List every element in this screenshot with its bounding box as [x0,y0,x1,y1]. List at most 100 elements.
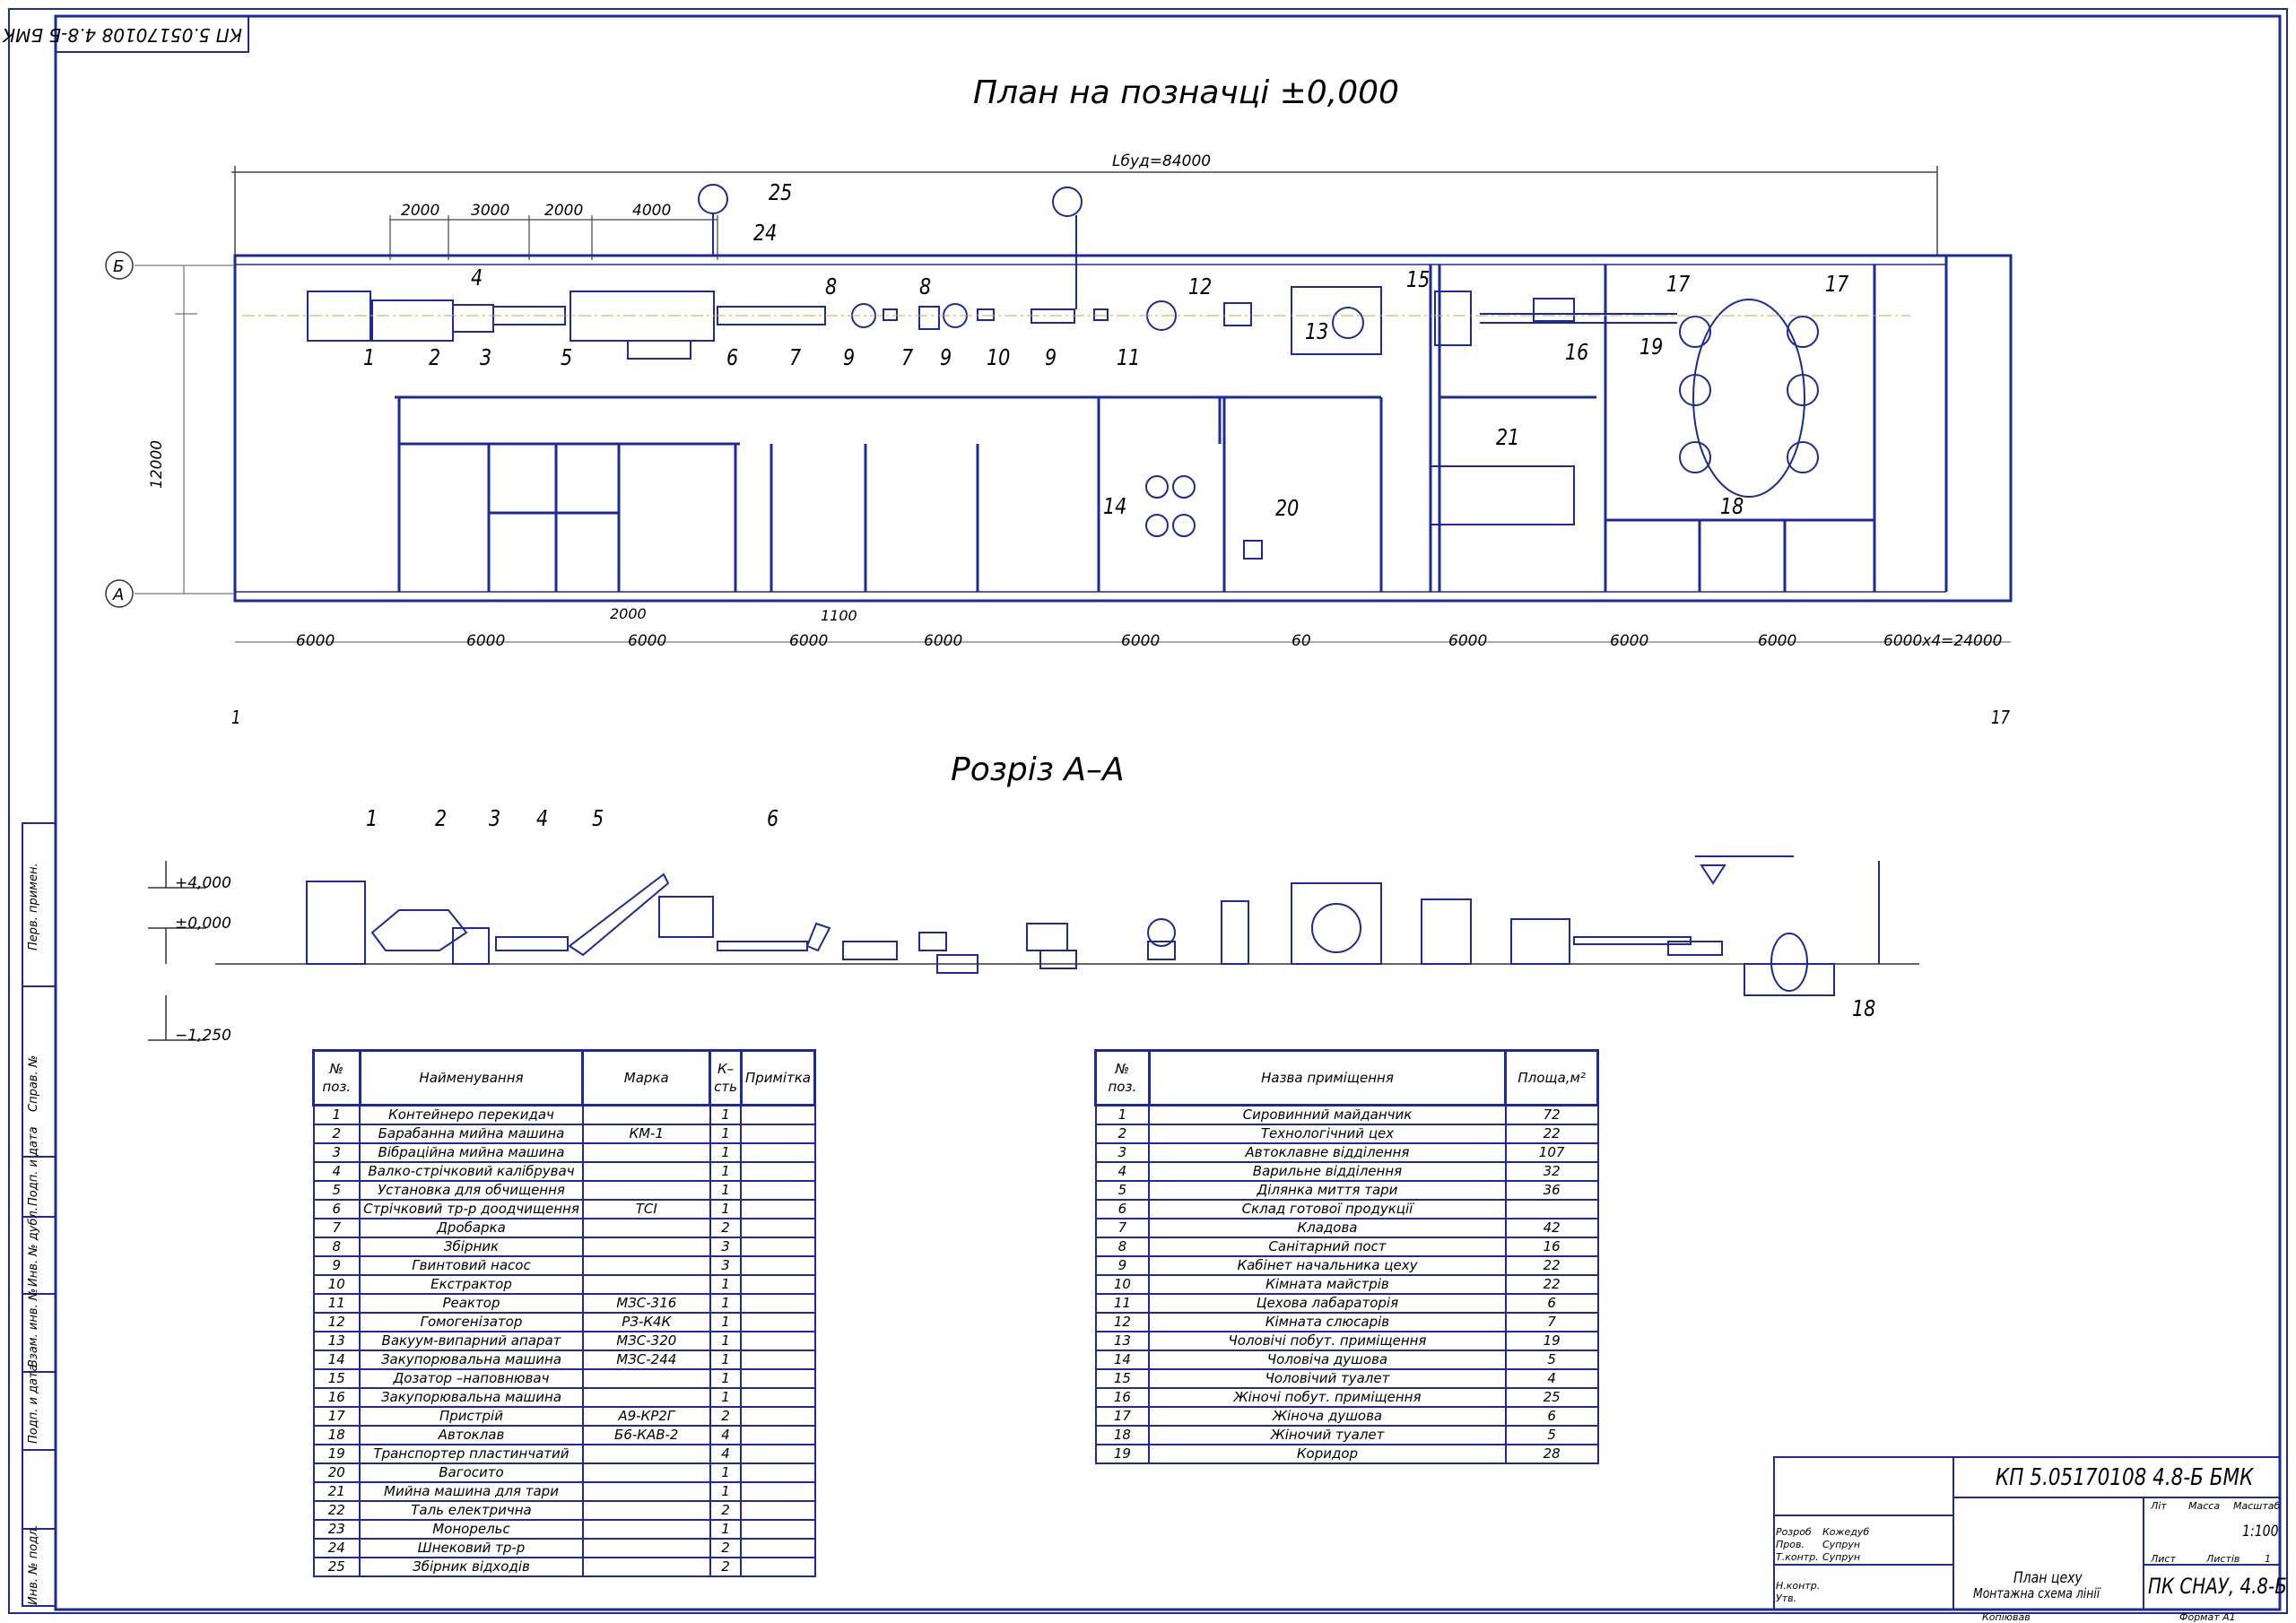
eq-cell: Таль електрична [359,1500,584,1521]
eq-cell [740,1557,816,1577]
plan-label-1: 1 [363,344,376,370]
room-cell: 72 [1504,1104,1599,1125]
eq-cell: 3 [709,1255,743,1276]
tb-title-2: Монтажна схема лінії [1973,1585,2100,1601]
room-cell: Жіночий туалет [1148,1425,1507,1445]
tb-role-2: Пров. [1776,1539,1805,1550]
eq-cell [740,1444,816,1464]
eq-cell [581,1462,711,1483]
eq-cell: Дозатор –наповнювач [359,1368,584,1389]
eq-cell [581,1161,711,1182]
eq-cell: 8 [312,1237,361,1257]
eq-cell [581,1557,711,1577]
eq-cell: МЗС-320 [581,1331,711,1351]
eq-cell [740,1124,816,1144]
room-cell: 5 [1504,1425,1599,1445]
room-cell: 6 [1504,1293,1599,1314]
room-cell: 1 [1094,1104,1151,1125]
eq-cell: Закупорювальна машина [359,1387,584,1408]
eq-cell: Мийна машина для тари [359,1481,584,1502]
eq-cell: Стрічковий тр-р доодчищення [359,1199,584,1219]
tb-scale-head: Масштаб [2233,1500,2281,1512]
room-cell: Автоклавне відділення [1148,1142,1507,1163]
room-cell: 19 [1094,1444,1151,1464]
plan-label-16: 12 [1188,273,1213,299]
inner-frame [54,14,2282,1611]
eq-cell: Контейнеро перекидач [359,1104,584,1125]
top-dim-1: 2000 [401,202,439,220]
eq-cell: Збірник [359,1237,584,1257]
eq-cell: 17 [312,1406,361,1427]
eq-cell: 2 [709,1557,743,1577]
section-label-3: 3 [489,805,501,831]
eq-cell [740,1142,816,1163]
eq-cell: 4 [709,1444,743,1464]
plan-label-21: 17 [1825,271,1849,297]
tb-scale: 1:100 [2242,1523,2279,1541]
room-cell: 7 [1504,1312,1599,1332]
room-cell: 6 [1094,1199,1151,1219]
eq-cell [740,1180,816,1201]
eq-head-qty: К–сть [709,1049,743,1107]
room-cell: Технологічний цех [1148,1124,1507,1144]
eq-cell [740,1274,816,1295]
eq-cell: Екстрактор [359,1274,584,1295]
room-cell: Варильне відділення [1148,1161,1507,1182]
eq-cell [581,1274,711,1295]
eq-cell: 2 [312,1124,361,1144]
plan-label-12: 9 [940,344,952,370]
room-head-pos: № поз. [1094,1049,1151,1107]
tb-title-1: План цеху [2013,1569,2083,1587]
room-cell: 22 [1504,1255,1599,1276]
plan-label-20: 17 [1666,271,1691,297]
plan-label-26: 21 [1496,424,1520,450]
plan-label-9: 9 [843,344,856,370]
eq-cell [740,1331,816,1351]
plan-label-18: 15 [1406,266,1431,292]
eq-cell: 16 [312,1387,361,1408]
bay-dim-8: 6000 [1448,632,1487,650]
eq-cell [581,1500,711,1521]
room-cell: 17 [1094,1406,1151,1427]
eq-cell [740,1500,816,1521]
tb-lit-head: Літ [2151,1500,2167,1512]
room-cell: 16 [1504,1237,1599,1257]
eq-cell: 1 [709,1312,743,1332]
eq-cell: Барабанна мийна машина [359,1124,584,1144]
tb-format: Формат А1 [2179,1611,2236,1623]
eq-cell [581,1368,711,1389]
room-cell: 32 [1504,1161,1599,1182]
room-cell: 107 [1504,1142,1599,1163]
room-cell: 9 [1094,1255,1151,1276]
plan-label-24: 14 [1103,493,1127,519]
room-cell: 36 [1504,1180,1599,1201]
eq-cell: 1 [709,1387,743,1408]
eq-cell [581,1218,711,1238]
axis-grid [135,265,2011,643]
eq-cell [581,1444,711,1464]
section-title: Розріз А–А [951,751,1125,788]
eq-cell: Закупорювальна машина [359,1350,584,1370]
eq-cell: Вагосито [359,1462,584,1483]
eq-head-mark: Марка [581,1049,712,1107]
eq-cell: 1 [709,1180,743,1201]
tb-name-2: Супрун [1822,1539,1861,1550]
section-label-2: 2 [435,805,448,831]
room-cell: 14 [1094,1350,1151,1370]
plan-label-23: 18 [1720,493,1744,519]
